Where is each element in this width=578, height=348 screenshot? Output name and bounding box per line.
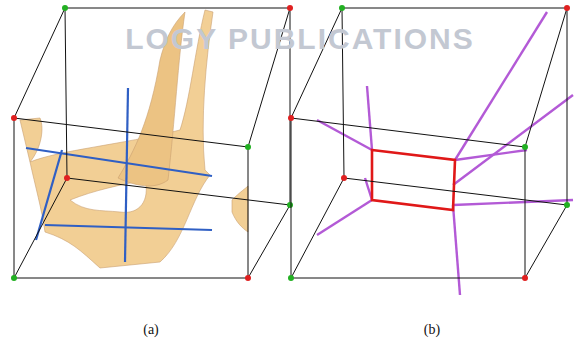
watermark: LOGY PUBLICATIONS [125,22,475,56]
isosurface [20,118,42,162]
subfigure-label: (a) [143,322,159,338]
isosurface [232,186,248,232]
subfigure-label: (b) [424,322,440,338]
dual-loop [372,150,455,210]
intersection-lines [26,88,212,262]
